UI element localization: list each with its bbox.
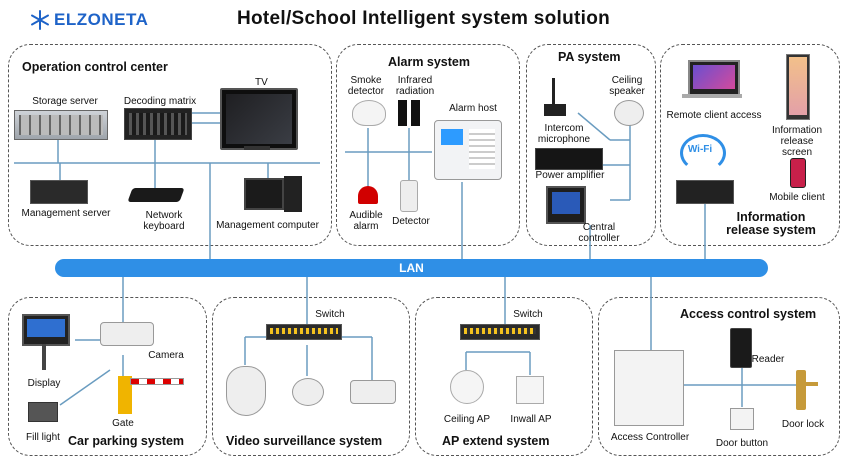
door-lock-handle [796, 382, 818, 386]
fill-light-icon [28, 402, 58, 422]
info-title: Information release system [726, 210, 816, 237]
decoding-matrix-icon [124, 108, 192, 140]
parking-display-icon [22, 314, 70, 346]
microphone-icon [544, 104, 566, 116]
pc-tower-icon [284, 176, 302, 212]
decoding-label: Decoding matrix [123, 96, 197, 107]
infrared-sensor-left [398, 100, 407, 126]
tv-icon [220, 88, 298, 150]
parking-section [8, 297, 207, 456]
display-label: Display [27, 378, 61, 389]
controller-label-access: Access Controller [610, 432, 690, 443]
smoke-detector-icon [352, 100, 386, 126]
remote-label: Remote client access [666, 110, 762, 121]
storage-label: Storage server [32, 96, 98, 107]
keyboard-icon [127, 188, 185, 202]
mobile-phone-icon [790, 158, 806, 188]
ceiling-ap-icon [450, 370, 484, 404]
tv-label: TV [255, 77, 268, 88]
power-amplifier-icon [535, 148, 603, 170]
camera-label: Camera [148, 350, 184, 361]
wifi-icon [680, 134, 726, 172]
ap-switch-icon [460, 324, 540, 340]
controller-label: Central controller [578, 222, 620, 244]
mic-label: Intercom microphone [537, 123, 591, 145]
operation-title: Operation control center [22, 60, 168, 74]
monitor-icon [244, 178, 284, 210]
snowflake-icon [31, 10, 49, 30]
infrared-label: Infrared radiation [395, 75, 435, 97]
laptop-base [682, 94, 742, 98]
ceiling-ap-label: Ceiling AP [443, 414, 491, 425]
central-controller-icon [546, 186, 586, 224]
storage-server-icon [14, 110, 108, 140]
operation-section [8, 44, 332, 246]
video-switch-label: Switch [315, 309, 345, 320]
wifi-label: Wi-Fi [687, 144, 713, 155]
ap-switch-label: Switch [513, 309, 543, 320]
ap-section [415, 297, 593, 456]
inwall-ap-label: Inwall AP [510, 414, 552, 425]
parking-camera-icon [100, 322, 154, 346]
video-section [212, 297, 410, 456]
ap-title: AP extend system [442, 434, 550, 448]
info-server-icon [676, 180, 734, 204]
pa-section [526, 44, 656, 246]
door-lock-icon [796, 370, 806, 410]
speaker-label: Ceiling speaker [609, 75, 645, 97]
door-button-icon [730, 408, 754, 430]
video-switch-icon [266, 324, 342, 340]
ceiling-speaker-icon [614, 100, 644, 126]
lock-label: Door lock [781, 419, 825, 430]
smoke-label: Smoke detector [347, 75, 385, 97]
siren-icon [358, 186, 378, 204]
button-label: Door button [715, 438, 769, 449]
detector-label: Detector [392, 216, 430, 227]
alarm-title: Alarm system [388, 55, 470, 69]
alarm-section [336, 44, 520, 246]
gate-label: Gate [112, 418, 134, 429]
amp-label: Power amplifier [535, 170, 605, 181]
tv-stand [244, 146, 270, 150]
audible-label: Audible alarm [349, 210, 383, 232]
lan-bus: LAN [55, 259, 768, 277]
dome-camera-icon [292, 378, 324, 406]
detector-icon [400, 180, 418, 212]
mgmt-server-label: Management server [21, 208, 111, 219]
display-stand [42, 344, 46, 370]
page-title: Hotel/School Intelligent system solution [236, 8, 611, 29]
management-server-icon [30, 180, 88, 204]
info-screen-icon [786, 54, 810, 120]
gate-arm [130, 378, 184, 385]
reader-icon [730, 328, 752, 368]
brand-name: ELZONETA [54, 10, 149, 29]
keyboard-label: Network keyboard [143, 210, 185, 232]
info-section [660, 44, 840, 246]
access-title: Access control system [680, 307, 817, 321]
host-label: Alarm host [449, 103, 497, 114]
parking-title: Car parking system [68, 434, 185, 448]
mobile-label: Mobile client [769, 192, 825, 203]
gate-icon [118, 376, 132, 414]
microphone-stem [552, 78, 555, 104]
access-controller-icon [614, 350, 684, 426]
reader-label: Reader [751, 354, 785, 365]
inwall-ap-icon [516, 376, 544, 404]
video-title: Video surveillance system [226, 434, 383, 448]
laptop-icon [688, 60, 740, 96]
infrared-sensor-right [411, 100, 420, 126]
ptz-camera-icon [226, 366, 266, 416]
pa-title: PA system [558, 50, 621, 64]
access-section [598, 297, 840, 456]
alarm-host-icon [434, 120, 502, 180]
mgmt-computer-label: Management computer [216, 220, 319, 231]
brand-logo: ELZONETA [30, 10, 148, 30]
bullet-camera-icon [350, 380, 396, 404]
screen-label: Information release screen [771, 125, 823, 158]
fill-label: Fill light [26, 432, 60, 443]
